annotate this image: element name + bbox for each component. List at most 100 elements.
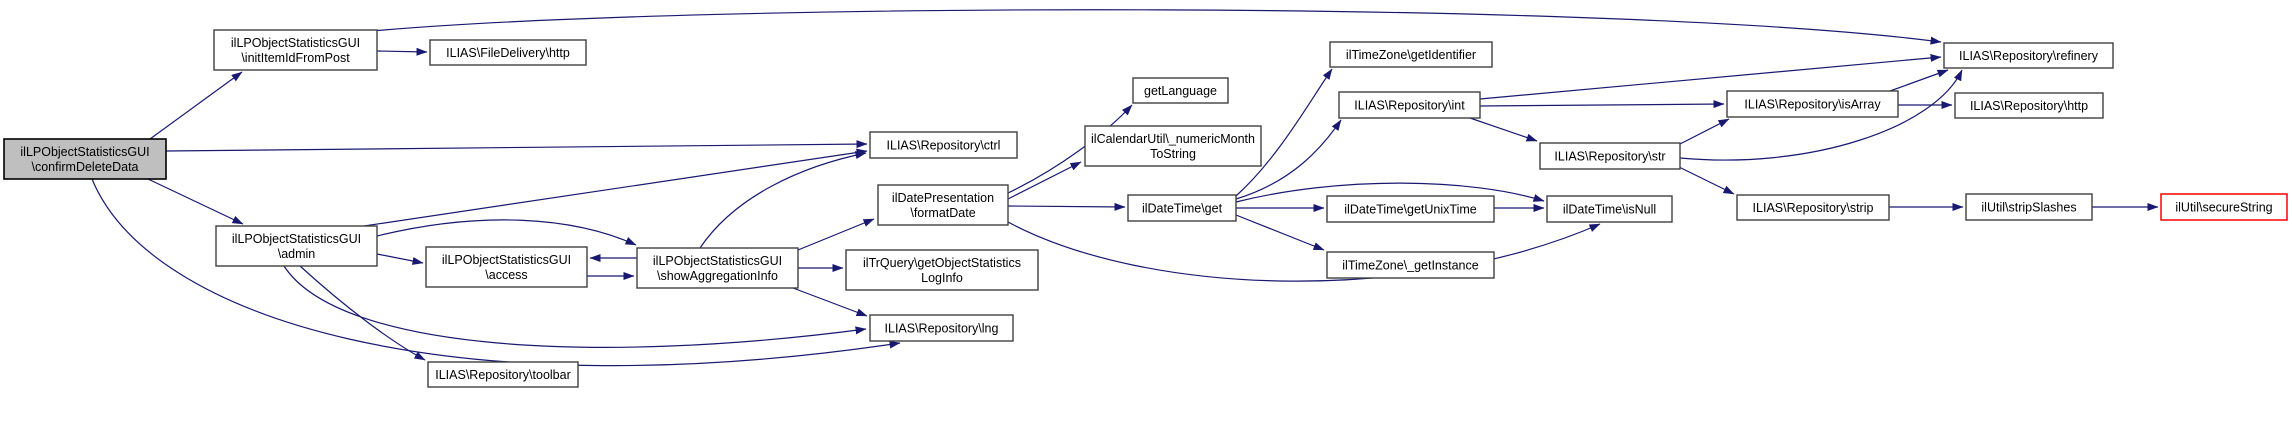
- node-box-get-object-statistics-log-info: [845, 249, 1039, 291]
- edge-date-time-get-to-int: [1235, 119, 1342, 200]
- node-box-get-unix-time: [1326, 195, 1495, 223]
- edge-admin-to-ctrl: [363, 148, 868, 227]
- node-confirm-delete-data[interactable]: ilLPObjectStatisticsGUI\confirmDeleteDat…: [3, 138, 167, 180]
- node-label-admin: ilLPObjectStatisticsGUI\admin: [232, 232, 361, 261]
- node-label-secure-string: ilUtil\secureString: [2175, 201, 2272, 215]
- node-is-null[interactable]: ilDateTime\isNull: [1546, 195, 1673, 223]
- node-box-show-aggregation-info: [636, 247, 799, 289]
- edge-date-time-get-to-get-identifier: [1235, 68, 1333, 197]
- node-ctrl[interactable]: ILIAS\Repository\ctrl: [869, 131, 1018, 159]
- node-str[interactable]: ILIAS\Repository\str: [1539, 142, 1681, 170]
- node-is-array[interactable]: ILIAS\Repository\isArray: [1726, 90, 1899, 118]
- node-label-format-date: ilDatePresentation\formatDate: [892, 191, 994, 220]
- node-box-int: [1338, 91, 1481, 119]
- edge-layer: [91, 9, 2159, 367]
- node-refinery[interactable]: ILIAS\Repository\refinery: [1943, 42, 2114, 69]
- node-label-is-array: ILIAS\Repository\isArray: [1744, 98, 1881, 112]
- node-box-lng: [869, 314, 1014, 342]
- node-label-is-null: ilDateTime\isNull: [1563, 203, 1656, 217]
- node-box-strip: [1736, 194, 1890, 221]
- node-box-init-item-id-from-post: [213, 29, 378, 71]
- edge-admin-to-toolbar: [299, 265, 426, 361]
- node-box-strip-slashes: [1965, 193, 2093, 221]
- edge-show-aggregation-info-to-lng: [792, 287, 868, 317]
- edge-confirm-delete-data-to-lng: [91, 178, 901, 367]
- node-box-date-time-get: [1127, 194, 1237, 222]
- node-show-aggregation-info[interactable]: ilLPObjectStatisticsGUI\showAggregationI…: [636, 247, 799, 289]
- node-box-file-delivery-http: [429, 39, 587, 66]
- node-box-admin: [215, 225, 378, 267]
- node-box-str: [1539, 142, 1681, 170]
- node-label-lng: ILIAS\Repository\lng: [885, 322, 999, 336]
- edge-str-to-is-array: [1679, 118, 1730, 145]
- node-access[interactable]: ilLPObjectStatisticsGUI\access: [425, 246, 588, 288]
- node-secure-string[interactable]: ilUtil\secureString: [2160, 193, 2288, 221]
- node-label-strip-slashes: ilUtil\stripSlashes: [1981, 201, 2076, 215]
- edge-int-to-str: [1469, 117, 1538, 142]
- node-strip[interactable]: ILIAS\Repository\strip: [1736, 194, 1890, 221]
- node-label-int: ILIAS\Repository\int: [1354, 99, 1465, 113]
- node-format-date[interactable]: ilDatePresentation\formatDate: [877, 184, 1009, 226]
- node-get-instance[interactable]: ilTimeZone\_getInstance: [1326, 251, 1495, 279]
- node-box-get-instance: [1326, 251, 1495, 279]
- edge-format-date-to-get-language: [1007, 104, 1133, 194]
- edge-confirm-delete-data-to-admin: [147, 178, 244, 225]
- node-box-is-array: [1726, 90, 1899, 118]
- node-get-unix-time[interactable]: ilDateTime\getUnixTime: [1326, 195, 1495, 223]
- node-box-secure-string: [2160, 193, 2288, 221]
- edge-admin-to-lng: [283, 265, 867, 348]
- node-lng[interactable]: ILIAS\Repository\lng: [869, 314, 1014, 342]
- node-label-get-identifier: ilTimeZone\getIdentifier: [1346, 48, 1476, 62]
- node-get-identifier[interactable]: ilTimeZone\getIdentifier: [1329, 41, 1493, 68]
- node-label-str: ILIAS\Repository\str: [1554, 150, 1665, 164]
- edge-admin-to-access: [376, 253, 424, 265]
- node-label-get-unix-time: ilDateTime\getUnixTime: [1344, 203, 1476, 217]
- node-box-refinery: [1943, 42, 2114, 69]
- node-label-get-language: getLanguage: [1144, 84, 1217, 98]
- node-toolbar[interactable]: ILIAS\Repository\toolbar: [427, 361, 579, 388]
- edge-confirm-delete-data-to-ctrl: [165, 140, 868, 152]
- node-box-confirm-delete-data: [3, 138, 167, 180]
- edge-confirm-delete-data-to-init-item-id-from-post: [149, 71, 243, 140]
- node-label-show-aggregation-info: ilLPObjectStatisticsGUI\showAggregationI…: [653, 254, 782, 283]
- node-box-format-date: [877, 184, 1009, 226]
- node-init-item-id-from-post[interactable]: ilLPObjectStatisticsGUI\initItemIdFromPo…: [213, 29, 378, 71]
- node-label-ctrl: ILIAS\Repository\ctrl: [887, 139, 1001, 153]
- node-get-language[interactable]: getLanguage: [1132, 77, 1229, 104]
- edge-format-date-to-numeric-month-to-string: [1007, 161, 1082, 200]
- node-box-access: [425, 246, 588, 288]
- edge-show-aggregation-info-to-format-date: [797, 218, 875, 251]
- node-date-time-get[interactable]: ilDateTime\get: [1127, 194, 1237, 222]
- edge-str-to-strip: [1678, 166, 1735, 195]
- node-label-get-instance: ilTimeZone\_getInstance: [1342, 259, 1478, 273]
- node-box-toolbar: [427, 361, 579, 388]
- edge-int-to-refinery: [1479, 53, 1942, 100]
- node-label-refinery: ILIAS\Repository\refinery: [1959, 49, 2099, 63]
- edge-is-array-to-refinery: [1889, 69, 1949, 92]
- edge-init-item-id-from-post-to-refinery: [371, 9, 1942, 45]
- node-admin[interactable]: ilLPObjectStatisticsGUI\admin: [215, 225, 378, 267]
- node-label-file-delivery-http: ILIAS\FileDelivery\http: [446, 46, 570, 60]
- node-box-ctrl: [869, 131, 1018, 159]
- node-box-numeric-month-to-string: [1084, 125, 1262, 167]
- node-file-delivery-http[interactable]: ILIAS\FileDelivery\http: [429, 39, 587, 66]
- node-strip-slashes[interactable]: ilUtil\stripSlashes: [1965, 193, 2093, 221]
- node-label-toolbar: ILIAS\Repository\toolbar: [435, 368, 571, 382]
- node-box-get-identifier: [1329, 41, 1493, 68]
- node-box-repository-http: [1954, 92, 2104, 119]
- node-box-get-language: [1132, 77, 1229, 104]
- edge-format-date-to-date-time-get: [1007, 202, 1126, 211]
- edge-int-to-is-array: [1479, 100, 1725, 109]
- edge-init-item-id-from-post-to-file-delivery-http: [376, 47, 428, 56]
- node-label-strip: ILIAS\Repository\strip: [1753, 201, 1874, 215]
- edge-format-date-to-is-null: [1007, 221, 1601, 282]
- edge-date-time-get-to-get-instance: [1235, 214, 1325, 251]
- node-repository-http[interactable]: ILIAS\Repository\http: [1954, 92, 2104, 119]
- node-int[interactable]: ILIAS\Repository\int: [1338, 91, 1481, 119]
